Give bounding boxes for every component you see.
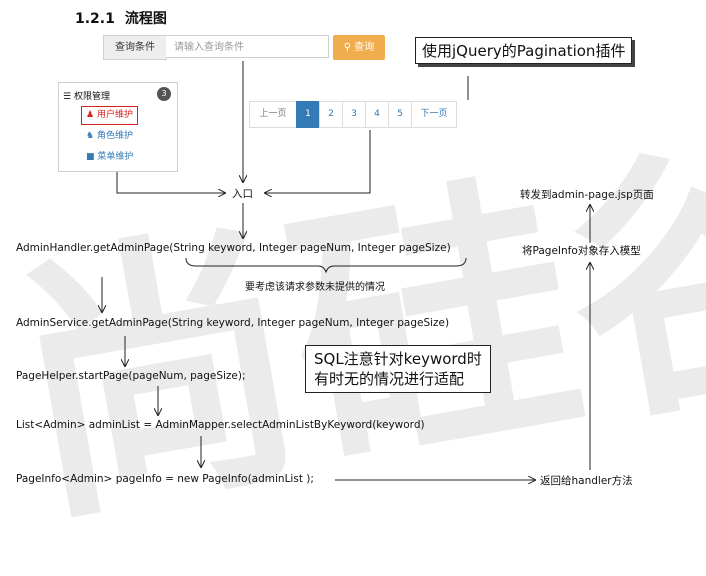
sidebar-title-label: 权限管理 bbox=[73, 92, 110, 102]
sidebar-item-label: 用户维护 bbox=[96, 110, 133, 120]
sidebar-badge: 3 bbox=[157, 87, 171, 101]
sidebar-item-users[interactable]: ♟ 用户维护 bbox=[81, 106, 138, 125]
section-number: 1.2.1 bbox=[75, 11, 115, 27]
search-input[interactable]: 请输入查询条件 bbox=[166, 35, 329, 58]
sql-callout: SQL注意针对keyword时 有时无的情况进行适配 bbox=[305, 345, 491, 393]
flow-step-handler: AdminHandler.getAdminPage(String keyword… bbox=[16, 242, 451, 254]
search-button-label: 查询 bbox=[354, 42, 375, 53]
sql-callout-line-1: SQL注意针对keyword时 bbox=[314, 350, 482, 368]
sidebar-panel: ☰ 权限管理 3 ♟ 用户维护 ♞ 角色维护 ■ 菜单维护 bbox=[58, 82, 178, 172]
pagination-page[interactable]: 1 bbox=[296, 101, 320, 128]
search-button[interactable]: ⚲ 查询 bbox=[333, 35, 385, 60]
flow-step-handler-note: 要考虑该请求参数未提供的情况 bbox=[245, 282, 385, 293]
flow-connectors bbox=[0, 61, 706, 496]
flow-step-pageinfo: PageInfo<Admin> pageInfo = new PageInfo(… bbox=[16, 473, 314, 485]
sidebar-item-label: 菜单维护 bbox=[97, 152, 134, 162]
section-heading: 1.2.1 流程图 bbox=[75, 8, 167, 28]
sidebar-item-roles[interactable]: ♞ 角色维护 bbox=[82, 128, 137, 145]
lock-icon: ■ bbox=[86, 152, 95, 162]
role-icon: ♞ bbox=[86, 131, 95, 141]
search-label: 查询条件 bbox=[103, 35, 167, 60]
flow-entry: 入口 bbox=[232, 188, 253, 200]
flow-return: 返回给handler方法 bbox=[540, 475, 633, 487]
section-title: 流程图 bbox=[124, 11, 167, 27]
pagination-page[interactable]: 4 bbox=[365, 101, 389, 128]
pagination-page[interactable]: 3 bbox=[342, 101, 366, 128]
pagination-next[interactable]: 下一页 bbox=[411, 101, 457, 128]
search-icon: ⚲ bbox=[343, 42, 352, 53]
pagination: 上一页 1 2 3 4 5 下一页 bbox=[249, 101, 457, 128]
pagination-prev[interactable]: 上一页 bbox=[249, 101, 297, 128]
pagination-callout: 使用jQuery的Pagination插件 bbox=[415, 37, 633, 64]
sidebar-item-menus[interactable]: ■ 菜单维护 bbox=[82, 149, 137, 166]
pagination-page[interactable]: 2 bbox=[319, 101, 343, 128]
sidebar-title: ☰ 权限管理 bbox=[63, 89, 110, 102]
flow-step-pagehelper: PageHelper.startPage(pageNum, pageSize); bbox=[16, 370, 246, 382]
flow-step-service: AdminService.getAdminPage(String keyword… bbox=[16, 317, 450, 329]
sql-callout-line-2: 有时无的情况进行适配 bbox=[314, 370, 465, 388]
list-icon: ☰ bbox=[63, 92, 72, 102]
sidebar-item-label: 角色维护 bbox=[96, 131, 133, 141]
pagination-page[interactable]: 5 bbox=[388, 101, 412, 128]
user-icon: ♟ bbox=[86, 110, 95, 120]
flow-step-mapper: List<Admin> adminList = AdminMapper.sele… bbox=[16, 419, 425, 431]
flow-forward: 转发到admin-page.jsp页面 bbox=[520, 189, 654, 201]
search-bar: 查询条件 请输入查询条件 ⚲ 查询 bbox=[103, 35, 385, 60]
flow-model: 将PageInfo对象存入模型 bbox=[522, 245, 641, 257]
